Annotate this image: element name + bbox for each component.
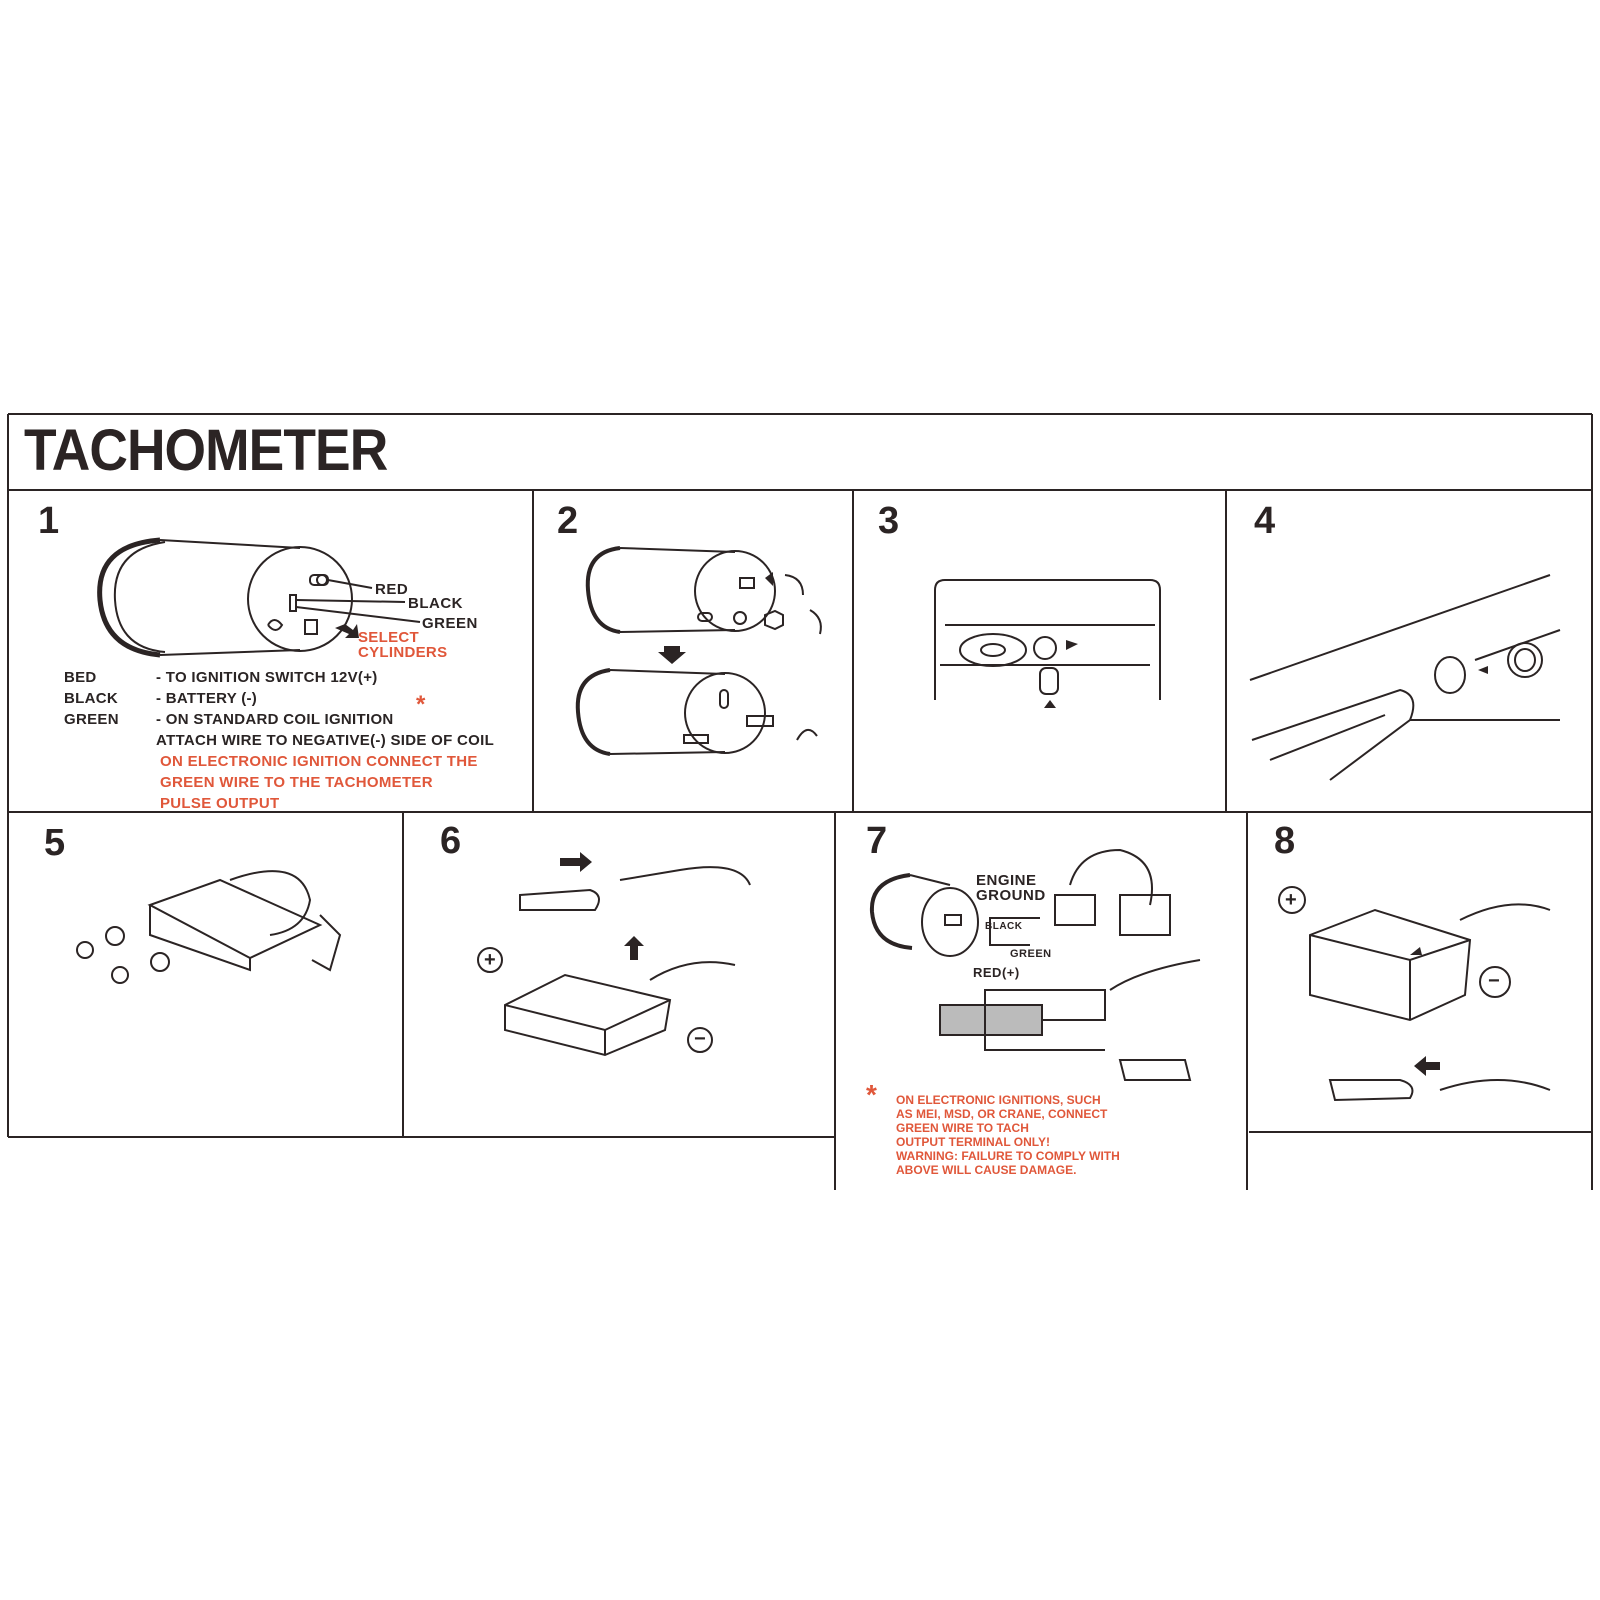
battery-negative-label: −: [694, 1028, 706, 1050]
electronic-ignition-note: ON ELECTRONIC IGNITION CONNECT THE GREEN…: [160, 753, 478, 812]
legend-desc-red: - TO IGNITION SWITCH 12V(+): [156, 669, 378, 686]
legend-wire-green: GREEN: [64, 711, 119, 728]
legend-wire-black: BLACK: [64, 690, 118, 707]
step-number-5: 5: [44, 822, 66, 864]
asterisk-mark: *: [416, 691, 426, 718]
warning-asterisk: *: [866, 1079, 878, 1110]
red-wire-label: RED(+): [973, 965, 1020, 980]
wire-label-red: RED: [375, 581, 409, 598]
step8-positive-label: +: [1285, 889, 1297, 911]
wire-label-black: BLACK: [408, 595, 463, 612]
wire-label-green: GREEN: [422, 615, 478, 632]
step-number-2: 2: [557, 500, 579, 542]
black-wire-label: BLACK: [985, 921, 1023, 932]
electronic-ignition-warning: ON ELECTRONIC IGNITIONS, SUCH AS MEI, MS…: [896, 1093, 1120, 1177]
step-number-3: 3: [878, 500, 900, 542]
step-number-7: 7: [866, 820, 888, 862]
attach-wire-instruction: ATTACH WIRE TO NEGATIVE(-) SIDE OF COIL: [156, 732, 495, 749]
step-number-4: 4: [1254, 500, 1276, 542]
green-wire-label: GREEN: [1010, 948, 1052, 960]
select-cylinders-label: SELECT CYLINDERS: [358, 629, 448, 661]
wire-legend: BED - TO IGNITION SWITCH 12V(+) BLACK - BA…: [64, 667, 393, 730]
legend-desc-green: - ON STANDARD COIL IGNITION: [156, 711, 394, 728]
battery-positive-label: +: [484, 949, 496, 971]
step-number-8: 8: [1274, 820, 1296, 862]
step8-negative-label: −: [1488, 970, 1500, 992]
legend-wire-red: BED: [64, 669, 97, 686]
step-number-6: 6: [440, 820, 462, 862]
step-number-1: 1: [38, 500, 60, 542]
engine-ground-label: ENGINE GROUND: [976, 872, 1046, 904]
legend-desc-black: - BATTERY (-): [156, 690, 258, 707]
page-title: TACHOMETER: [24, 418, 388, 483]
